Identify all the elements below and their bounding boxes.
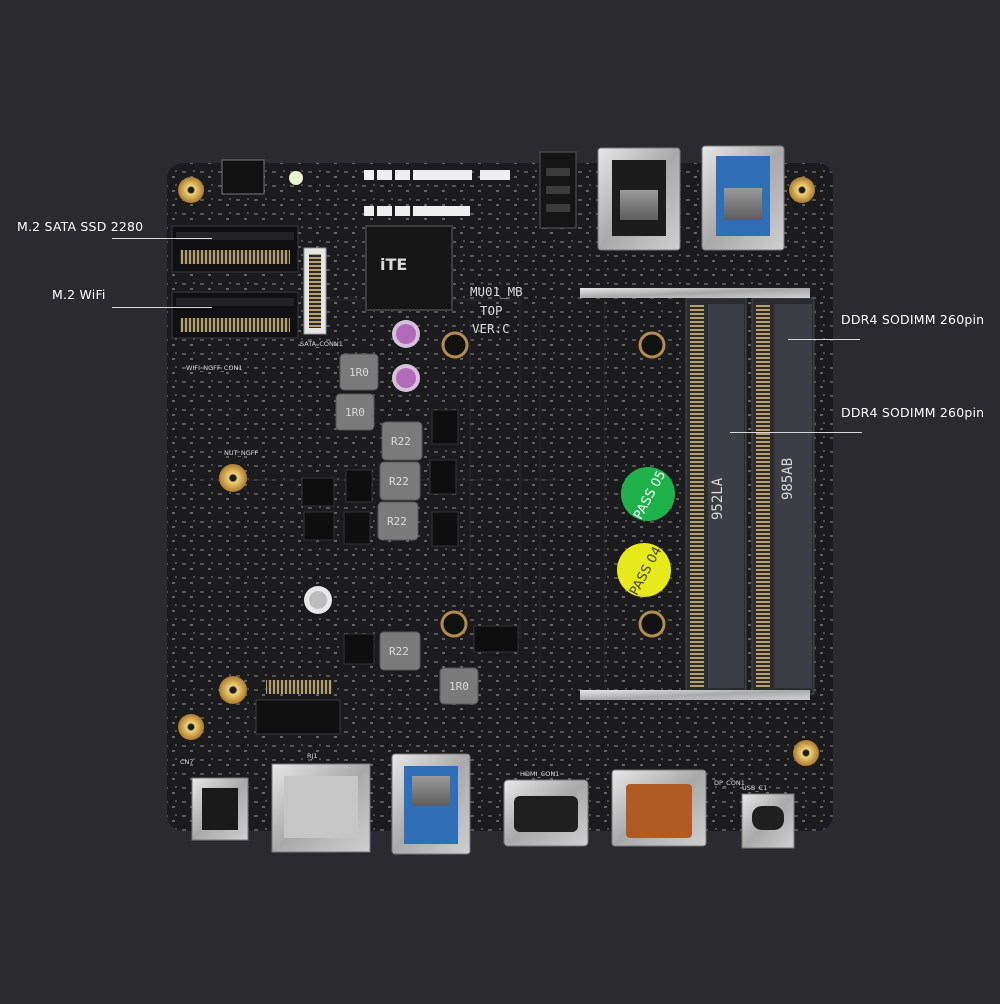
rj45-port <box>271 763 371 853</box>
svg-text:CN7: CN7 <box>180 758 194 766</box>
displayport-port <box>611 769 707 847</box>
capacitor-icon <box>304 320 420 614</box>
inductor-1r0: 1R0 1R0 1R0 <box>335 353 479 705</box>
ite-chip <box>365 225 453 311</box>
m2-wifi-slot <box>171 291 299 339</box>
svg-text:1R0: 1R0 <box>349 366 369 379</box>
leader-line-ddr4-slot-1 <box>788 339 860 340</box>
leader-line-m2-wifi <box>112 307 212 308</box>
svg-text:R22: R22 <box>389 645 409 658</box>
usb-c-port <box>741 793 795 849</box>
board-version-label: VER:C <box>472 321 510 336</box>
standoff-icon <box>219 331 666 704</box>
inductor-r22: R22 R22 R22 R22 <box>377 421 423 671</box>
svg-text:985AB: 985AB <box>780 458 796 500</box>
svg-text:R22: R22 <box>391 435 411 448</box>
svg-text:USB_C1: USB_C1 <box>742 784 767 792</box>
svg-text:RJ1: RJ1 <box>307 752 318 760</box>
board-side-label: TOP <box>480 303 503 318</box>
svg-text:HDMI_CON1: HDMI_CON1 <box>520 770 559 778</box>
usb-a-port-top-left <box>597 147 681 251</box>
svg-text:DP_CON1: DP_CON1 <box>714 779 745 787</box>
pass-sticker-05: PASS 05 <box>621 467 675 522</box>
sodimm-slot-2: 985AB <box>751 297 815 695</box>
svg-text:SATA_CONN1: SATA_CONN1 <box>300 340 343 348</box>
svg-text:NUT_NGFF: NUT_NGFF <box>224 449 258 457</box>
svg-text:R22: R22 <box>389 475 409 488</box>
callout-m2-sata: M.2 SATA SSD 2280 <box>17 219 144 234</box>
sodimm-slot-1: 952LA <box>685 297 747 695</box>
svg-text:952LA: 952LA <box>710 477 726 520</box>
m2-sata-slot <box>171 225 299 273</box>
mounting-hole-icon <box>178 177 819 766</box>
callout-ddr4-slot-1: DDR4 SODIMM 260pin <box>841 312 985 327</box>
dc-jack <box>191 777 249 841</box>
callout-ddr4-slot-2: DDR4 SODIMM 260pin <box>841 405 985 420</box>
board-model-label: MU01_MB <box>470 284 523 299</box>
usb-a-port-top-right <box>701 145 785 251</box>
svg-text:R22: R22 <box>387 515 407 528</box>
usb-a-port-bottom <box>391 753 471 855</box>
leader-line-ddr4-slot-2 <box>730 432 862 433</box>
svg-text:1R0: 1R0 <box>449 680 469 693</box>
ite-logo: iTE <box>380 255 407 274</box>
callout-m2-wifi: M.2 WiFi <box>52 287 106 302</box>
leader-line-m2-sata <box>112 238 212 239</box>
pass-sticker-04: PASS 04 <box>617 543 671 598</box>
svg-text:WIFI_NGFF_CON1: WIFI_NGFF_CON1 <box>186 364 243 372</box>
svg-text:1R0: 1R0 <box>345 406 365 419</box>
hdmi-port <box>503 779 589 847</box>
